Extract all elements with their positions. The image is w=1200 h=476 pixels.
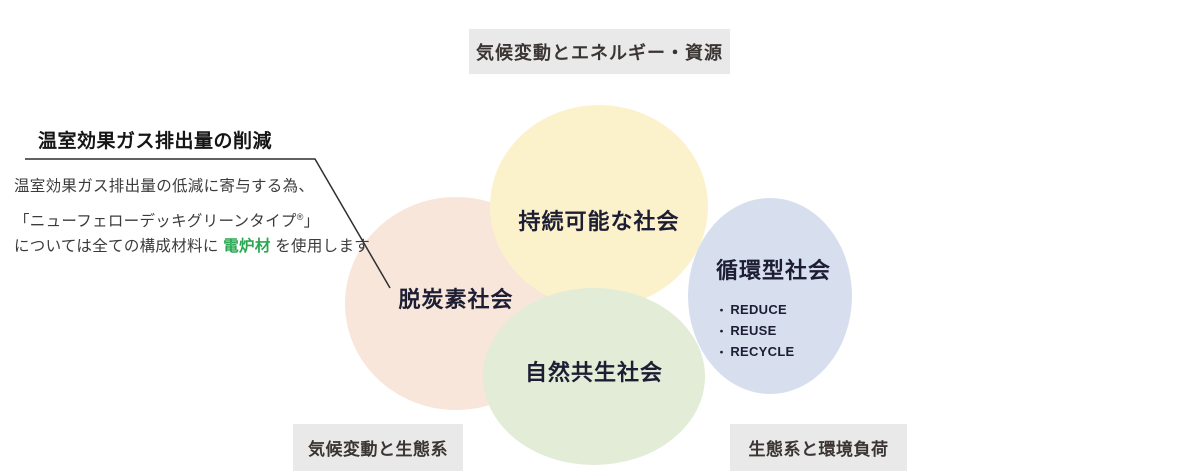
category-box-climate-energy: 気候変動とエネルギー・資源 (469, 29, 730, 74)
registered-mark-icon: ® (296, 212, 304, 222)
bullet-icon: ・ (716, 346, 728, 359)
recycle-item-label: REUSE (730, 323, 777, 338)
annotation-title: 温室効果ガス排出量の削減 (38, 131, 273, 152)
recycling-society-circle (688, 198, 852, 394)
bullet-icon: ・ (716, 304, 728, 317)
annotation-line-2: 「ニューフェローデッキグリーンタイプ®」 (14, 212, 320, 231)
list-item: ・ REUSE (716, 320, 831, 341)
bullet-icon: ・ (716, 325, 728, 338)
sustainable-society-label: 持続可能な社会 (518, 209, 680, 234)
recycle-item-label: REDUCE (730, 302, 788, 317)
recycle-item-label: RECYCLE (730, 344, 795, 359)
category-box-ecosystem-load: 生態系と環境負荷 (730, 424, 907, 471)
annotation-line-3: については全ての構成材料に 電炉材 を使用します (14, 238, 371, 255)
sustainable-society-circle (490, 105, 708, 308)
nature-society-label: 自然共生社会 (524, 360, 663, 385)
recycling-items-list: ・ REDUCE ・ REUSE ・ RECYCLE (716, 299, 831, 362)
category-box-climate-ecosystem: 気候変動と生態系 (293, 424, 463, 471)
decarbonized-society-label: 脱炭素社会 (398, 287, 514, 312)
recycling-society-label: 循環型社会 (716, 258, 832, 283)
nature-society-circle (483, 288, 705, 465)
electric-furnace-material-highlight: 電炉材 (223, 238, 271, 255)
annotation-body: 温室効果ガス排出量の低減に寄与する為、 「ニューフェローデッキグリーンタイプ®」… (14, 173, 374, 263)
list-item: ・ RECYCLE (716, 341, 831, 362)
annotation-line-1: 温室効果ガス排出量の低減に寄与する為、 (14, 178, 315, 195)
list-item: ・ REDUCE (716, 299, 831, 320)
recycling-society-block: 循環型社会 ・ REDUCE ・ REUSE ・ RECYCLE (716, 253, 831, 362)
